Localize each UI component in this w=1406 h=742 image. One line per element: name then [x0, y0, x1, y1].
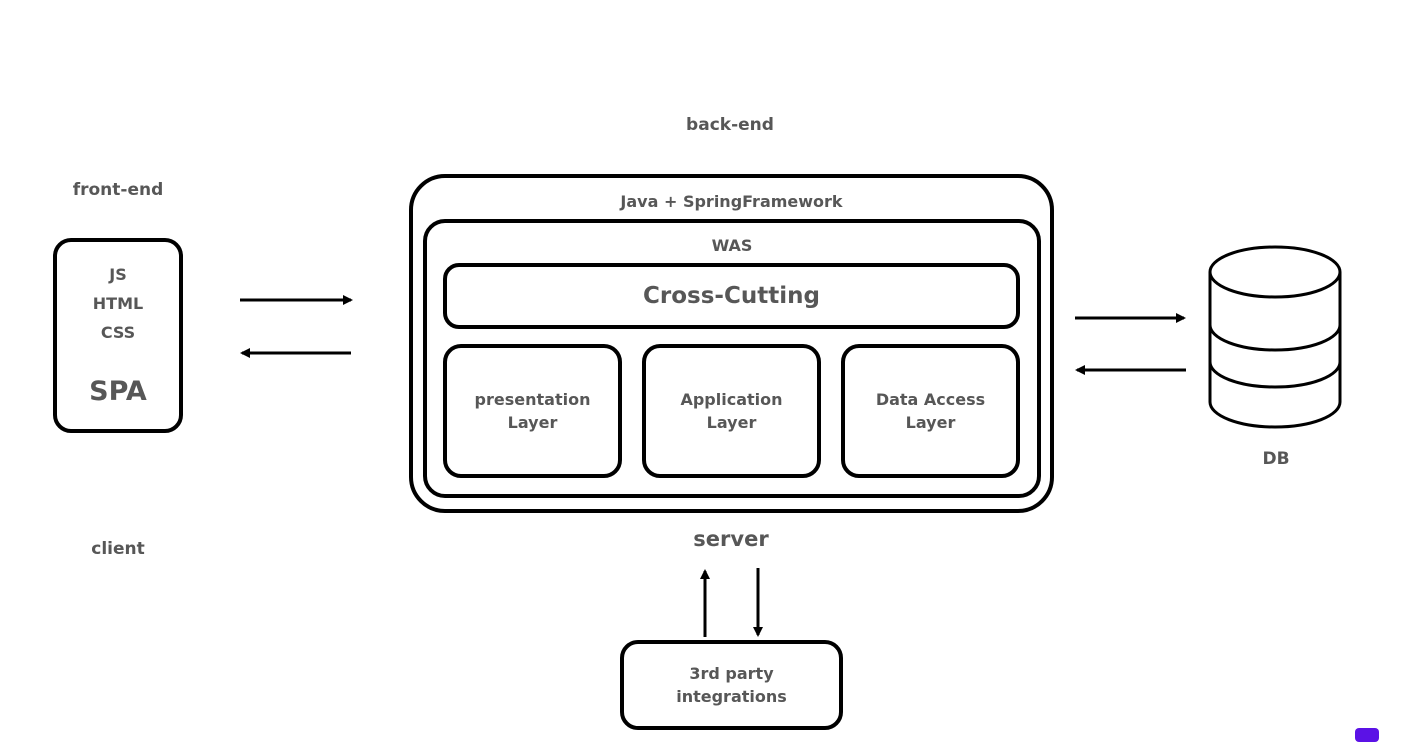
- database-icon: [1208, 245, 1342, 429]
- application-layer-line1: Application: [680, 390, 783, 409]
- data-access-layer-box: Data Access Layer: [841, 344, 1020, 478]
- front-end-label: front-end: [72, 180, 164, 200]
- third-party-box: 3rd party integrations: [620, 640, 843, 730]
- db-label: DB: [1262, 449, 1290, 469]
- framework-title: Java + SpringFramework: [620, 192, 843, 211]
- was-title: WAS: [711, 236, 753, 255]
- cross-cutting-label: Cross-Cutting: [643, 283, 820, 309]
- client-tech-list: JS HTML CSS: [57, 260, 179, 347]
- corner-badge: [1355, 728, 1379, 742]
- client-tech-css: CSS: [100, 323, 136, 342]
- presentation-layer-line1: presentation: [474, 390, 591, 409]
- server-label: server: [693, 527, 769, 551]
- cross-cutting-box: Cross-Cutting: [443, 263, 1020, 329]
- application-layer-line2: Layer: [706, 413, 757, 432]
- presentation-layer-box: presentation Layer: [443, 344, 622, 478]
- client-label: client: [91, 539, 145, 559]
- spa-label: SPA: [89, 376, 147, 407]
- back-end-label: back-end: [686, 115, 774, 135]
- client-tech-html: HTML: [92, 294, 144, 313]
- data-access-layer-line1: Data Access: [875, 390, 986, 409]
- presentation-layer-line2: Layer: [507, 413, 558, 432]
- client-tech-js: JS: [109, 265, 127, 284]
- third-party-line2: integrations: [676, 687, 787, 706]
- application-layer-box: Application Layer: [642, 344, 821, 478]
- third-party-line1: 3rd party: [689, 664, 774, 683]
- client-box: JS HTML CSS SPA: [53, 238, 183, 433]
- data-access-layer-line2: Layer: [905, 413, 956, 432]
